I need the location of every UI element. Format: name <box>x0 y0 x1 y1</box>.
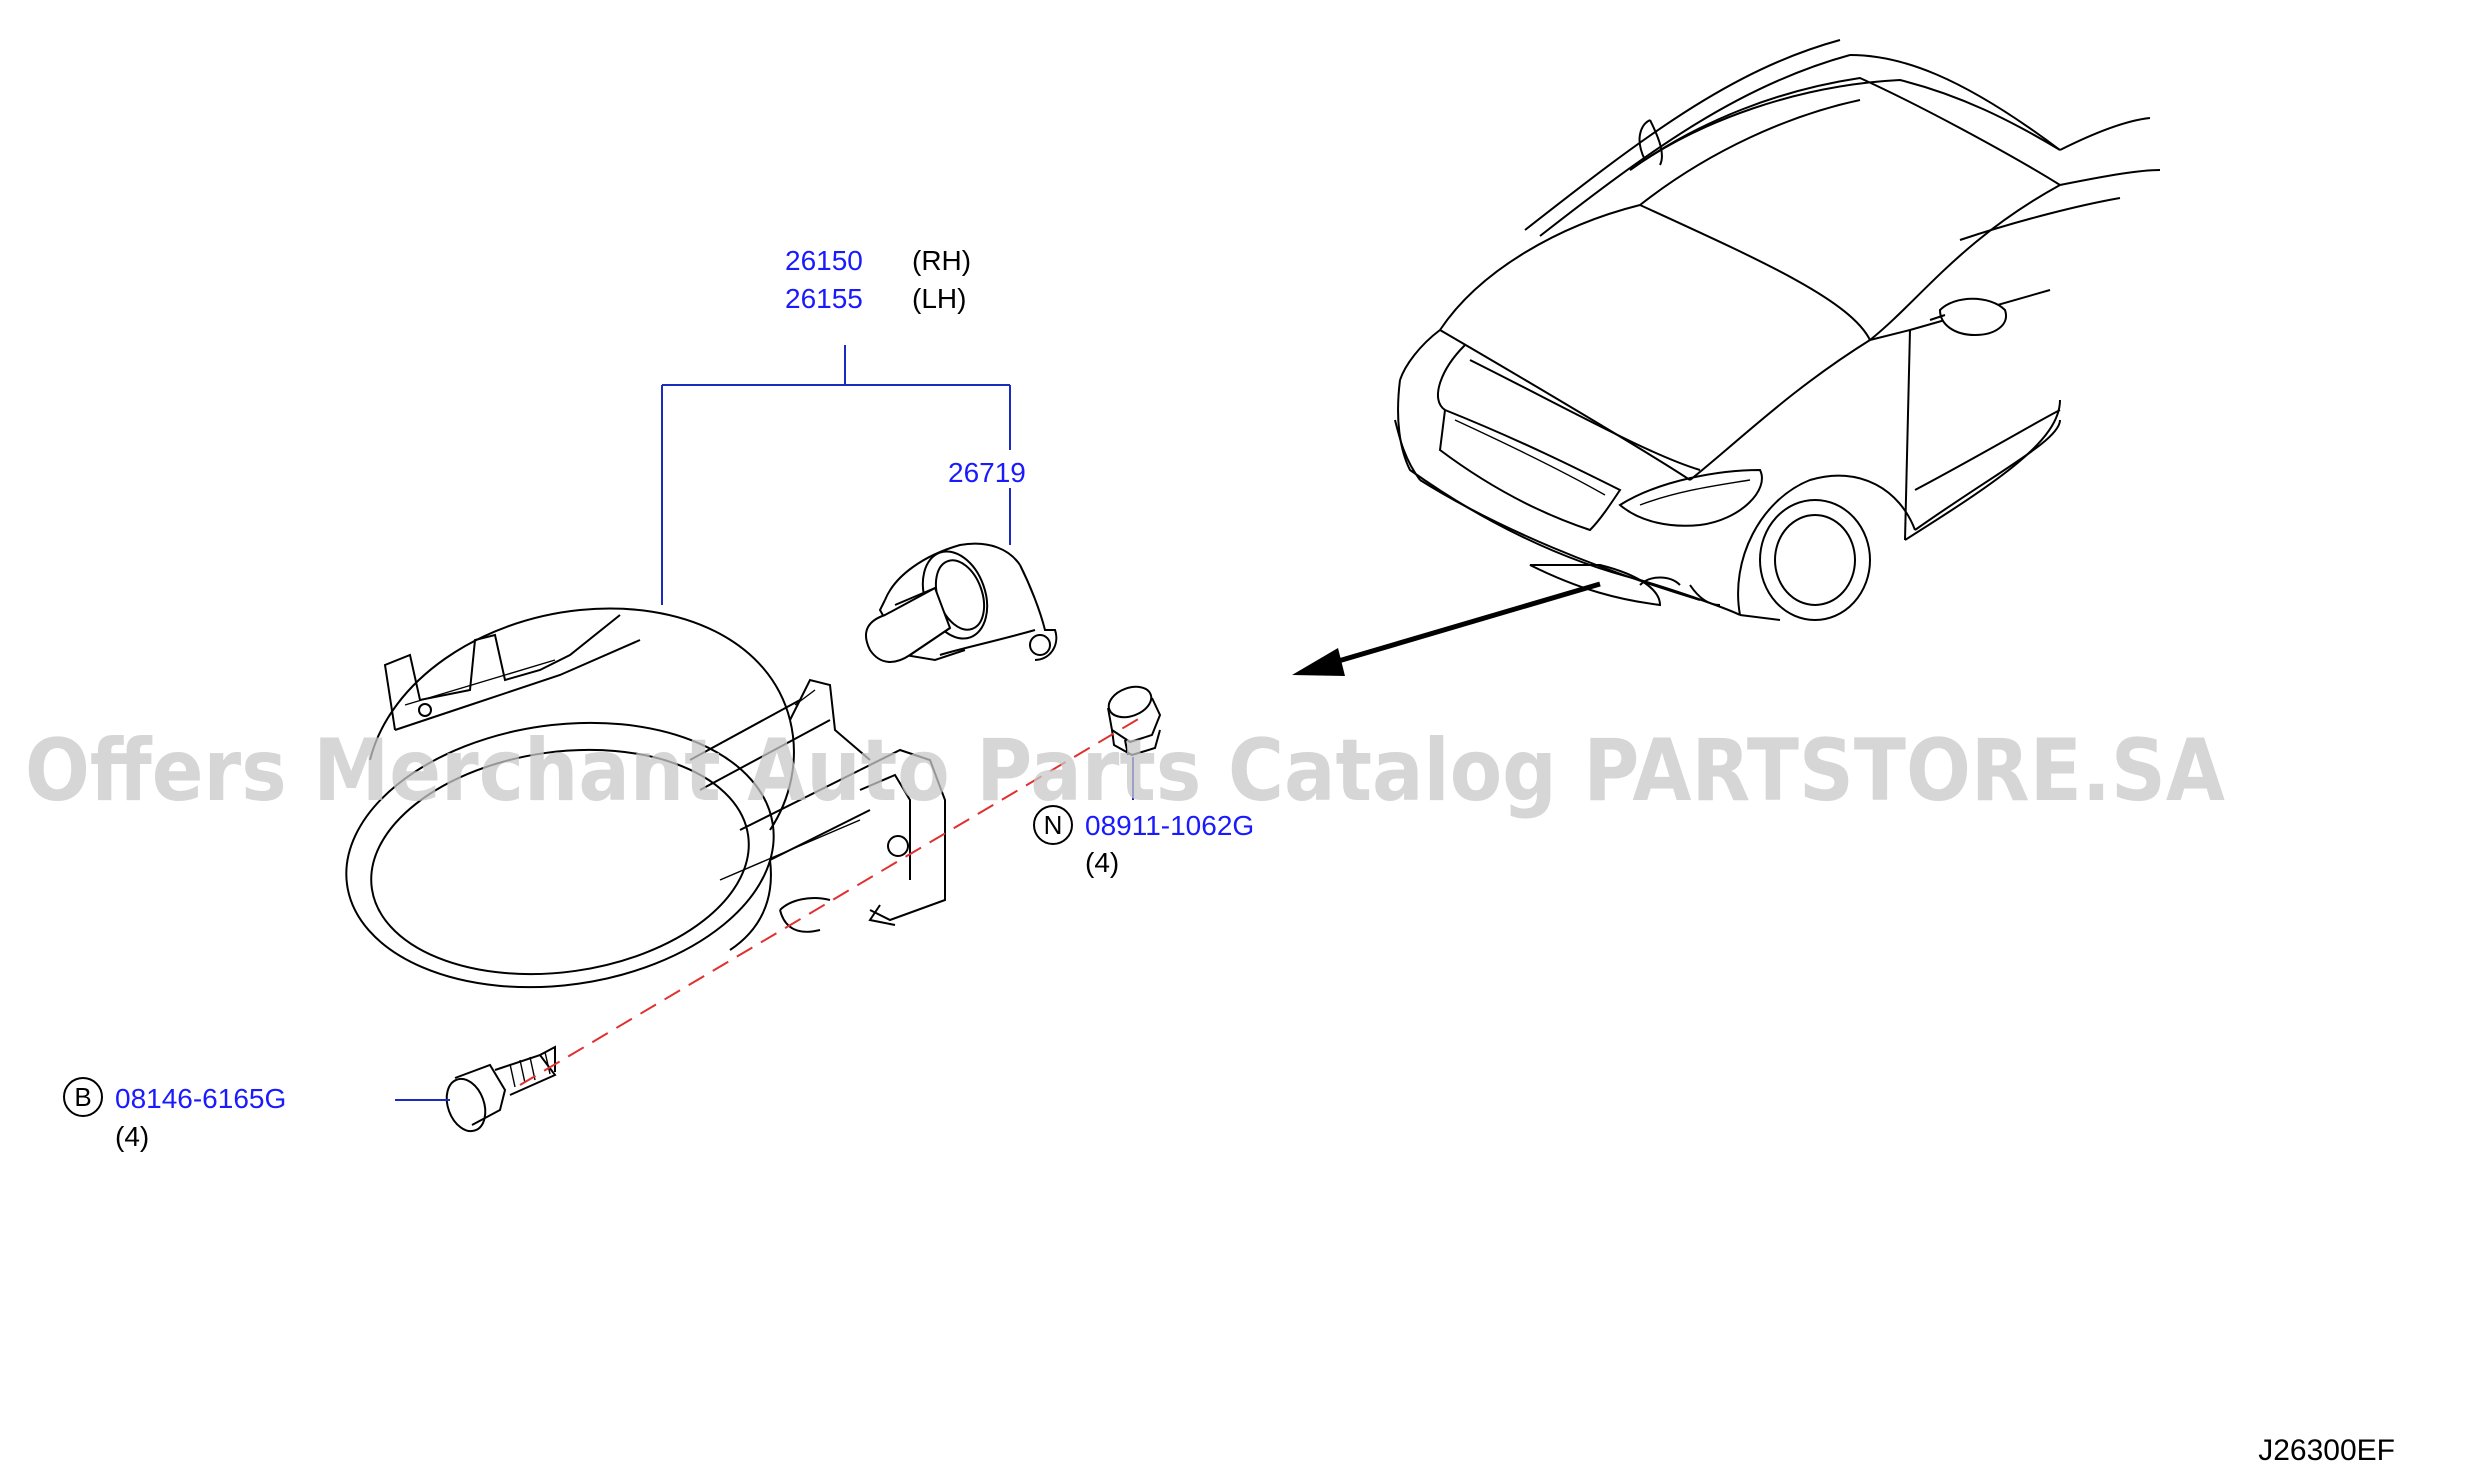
callout-circle-b <box>63 1077 103 1117</box>
diagram-code: J26300EF <box>2258 1434 2395 1467</box>
qualifier-rh: (RH) <box>912 245 971 276</box>
location-arrow <box>1292 581 1601 676</box>
part-number-26719[interactable]: 26719 <box>948 457 1026 488</box>
bolt-08146-6165G <box>445 1045 557 1133</box>
callout-letter-b: B <box>74 1082 91 1112</box>
leader-lines <box>395 345 1134 1101</box>
callout-circle-n <box>1033 805 1073 845</box>
part-labels: 26150 (RH) 26155 (LH) 26719 N 08911-1062… <box>63 245 1254 1152</box>
car-illustration <box>1394 39 2161 621</box>
qualifier-lh: (LH) <box>912 283 966 314</box>
nut-08911-1062G <box>1107 685 1162 757</box>
quantity-bolt: (4) <box>115 1121 149 1152</box>
watermark-text: Offers Merchant Auto Parts Catalog PARTS… <box>25 721 2225 821</box>
part-number-26150[interactable]: 26150 <box>785 245 863 276</box>
bulb-26719 <box>865 542 1058 663</box>
quantity-nut: (4) <box>1085 847 1119 878</box>
mounting-centerline <box>519 717 1141 1086</box>
fog-lamp-assembly <box>345 607 946 989</box>
part-number-26155[interactable]: 26155 <box>785 283 863 314</box>
part-number-08911-1062G[interactable]: 08911-1062G <box>1085 810 1254 841</box>
part-number-08146-6165G[interactable]: 08146-6165G <box>115 1083 286 1114</box>
callout-letter-n: N <box>1044 810 1063 840</box>
